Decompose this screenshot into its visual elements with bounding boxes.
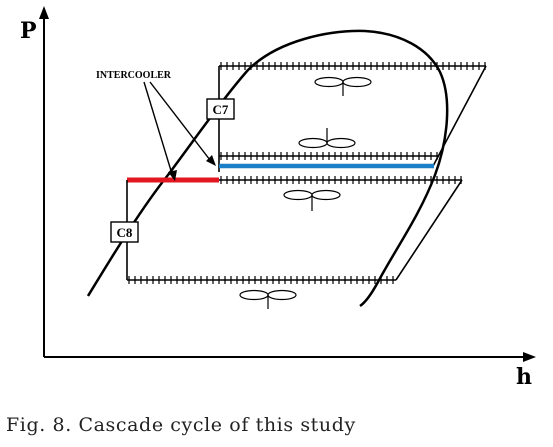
x-axis-label: h xyxy=(516,364,532,390)
saturation-dome xyxy=(86,29,449,308)
c7-box: C7 xyxy=(206,98,235,120)
fan-icon xyxy=(298,128,356,149)
lower-cycle xyxy=(126,179,463,281)
axes xyxy=(39,6,536,362)
x-axis-arrow xyxy=(523,352,536,362)
upper-compression-line xyxy=(431,65,487,169)
c8-label: C8 xyxy=(117,225,133,240)
lower-evaporator-ticks xyxy=(128,276,394,284)
fan-icon xyxy=(314,76,372,96)
fan-icon xyxy=(283,189,341,211)
lower-compression-line xyxy=(395,179,463,281)
y-axis-label: P xyxy=(20,18,37,44)
c8-box: C8 xyxy=(110,221,139,243)
figure-caption: Fig. 8. Cascade cycle of this study xyxy=(6,414,356,436)
y-axis-arrow xyxy=(39,6,49,19)
intercooler-label: INTERCOOLER xyxy=(96,70,172,81)
c7-label: C7 xyxy=(213,102,229,117)
upper-condenser-ticks xyxy=(220,62,486,70)
fan-icon xyxy=(239,289,297,309)
upper-evaporator-ticks xyxy=(220,152,438,160)
intercooler-arrows xyxy=(143,81,216,181)
lower-condenser-ticks xyxy=(220,176,462,184)
